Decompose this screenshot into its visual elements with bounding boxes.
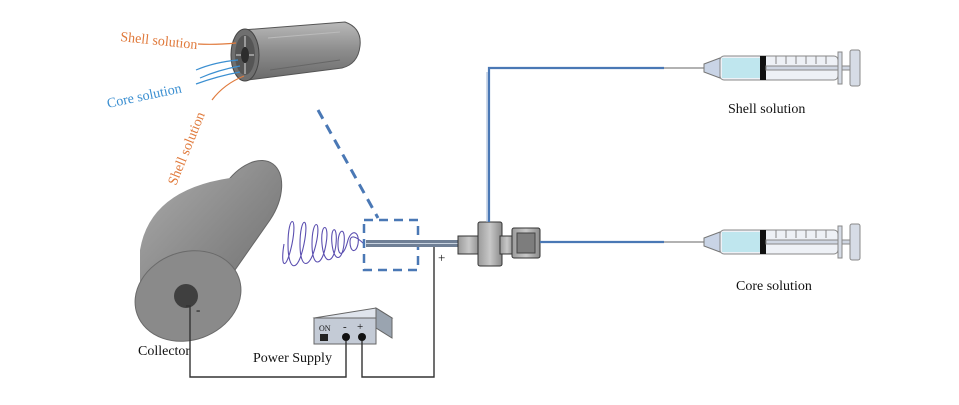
power-supply-box — [312, 307, 394, 345]
shell-solution-top-label: Shell solution — [120, 30, 199, 53]
ps-on-label: ON — [319, 324, 331, 333]
syringe-core — [664, 223, 861, 261]
shell-solution-diagonal-label: Shell solution — [166, 110, 209, 187]
ps-minus-socket — [342, 333, 350, 341]
core-solution-left-label: Core solution — [106, 81, 183, 111]
coaxial-nozzle-illustration — [230, 21, 361, 82]
ps-plus-socket — [358, 333, 366, 341]
ps-minus-label: - — [343, 321, 347, 333]
zoom-dashed-line — [316, 109, 380, 219]
needle — [366, 240, 460, 247]
shell-tube — [486, 66, 664, 222]
collector-drum — [134, 159, 283, 342]
syringe-shell — [664, 49, 861, 87]
collector-axle — [174, 284, 198, 308]
circuit-wires — [186, 247, 435, 378]
syringe-shell-label: Shell solution — [728, 102, 805, 117]
ps-plus-label: + — [357, 321, 363, 333]
collector-minus-terminal: - — [196, 302, 200, 317]
collector-label: Collector — [138, 344, 190, 359]
coaxial-connector — [457, 221, 541, 267]
syringe-core-label: Core solution — [736, 279, 812, 294]
needle-plus-terminal: + — [438, 250, 445, 265]
fiber-jet-spiral — [282, 221, 365, 267]
on-switch — [320, 334, 328, 341]
nozzle-leader-lines — [195, 42, 245, 101]
power-supply-label: Power Supply — [253, 351, 332, 366]
